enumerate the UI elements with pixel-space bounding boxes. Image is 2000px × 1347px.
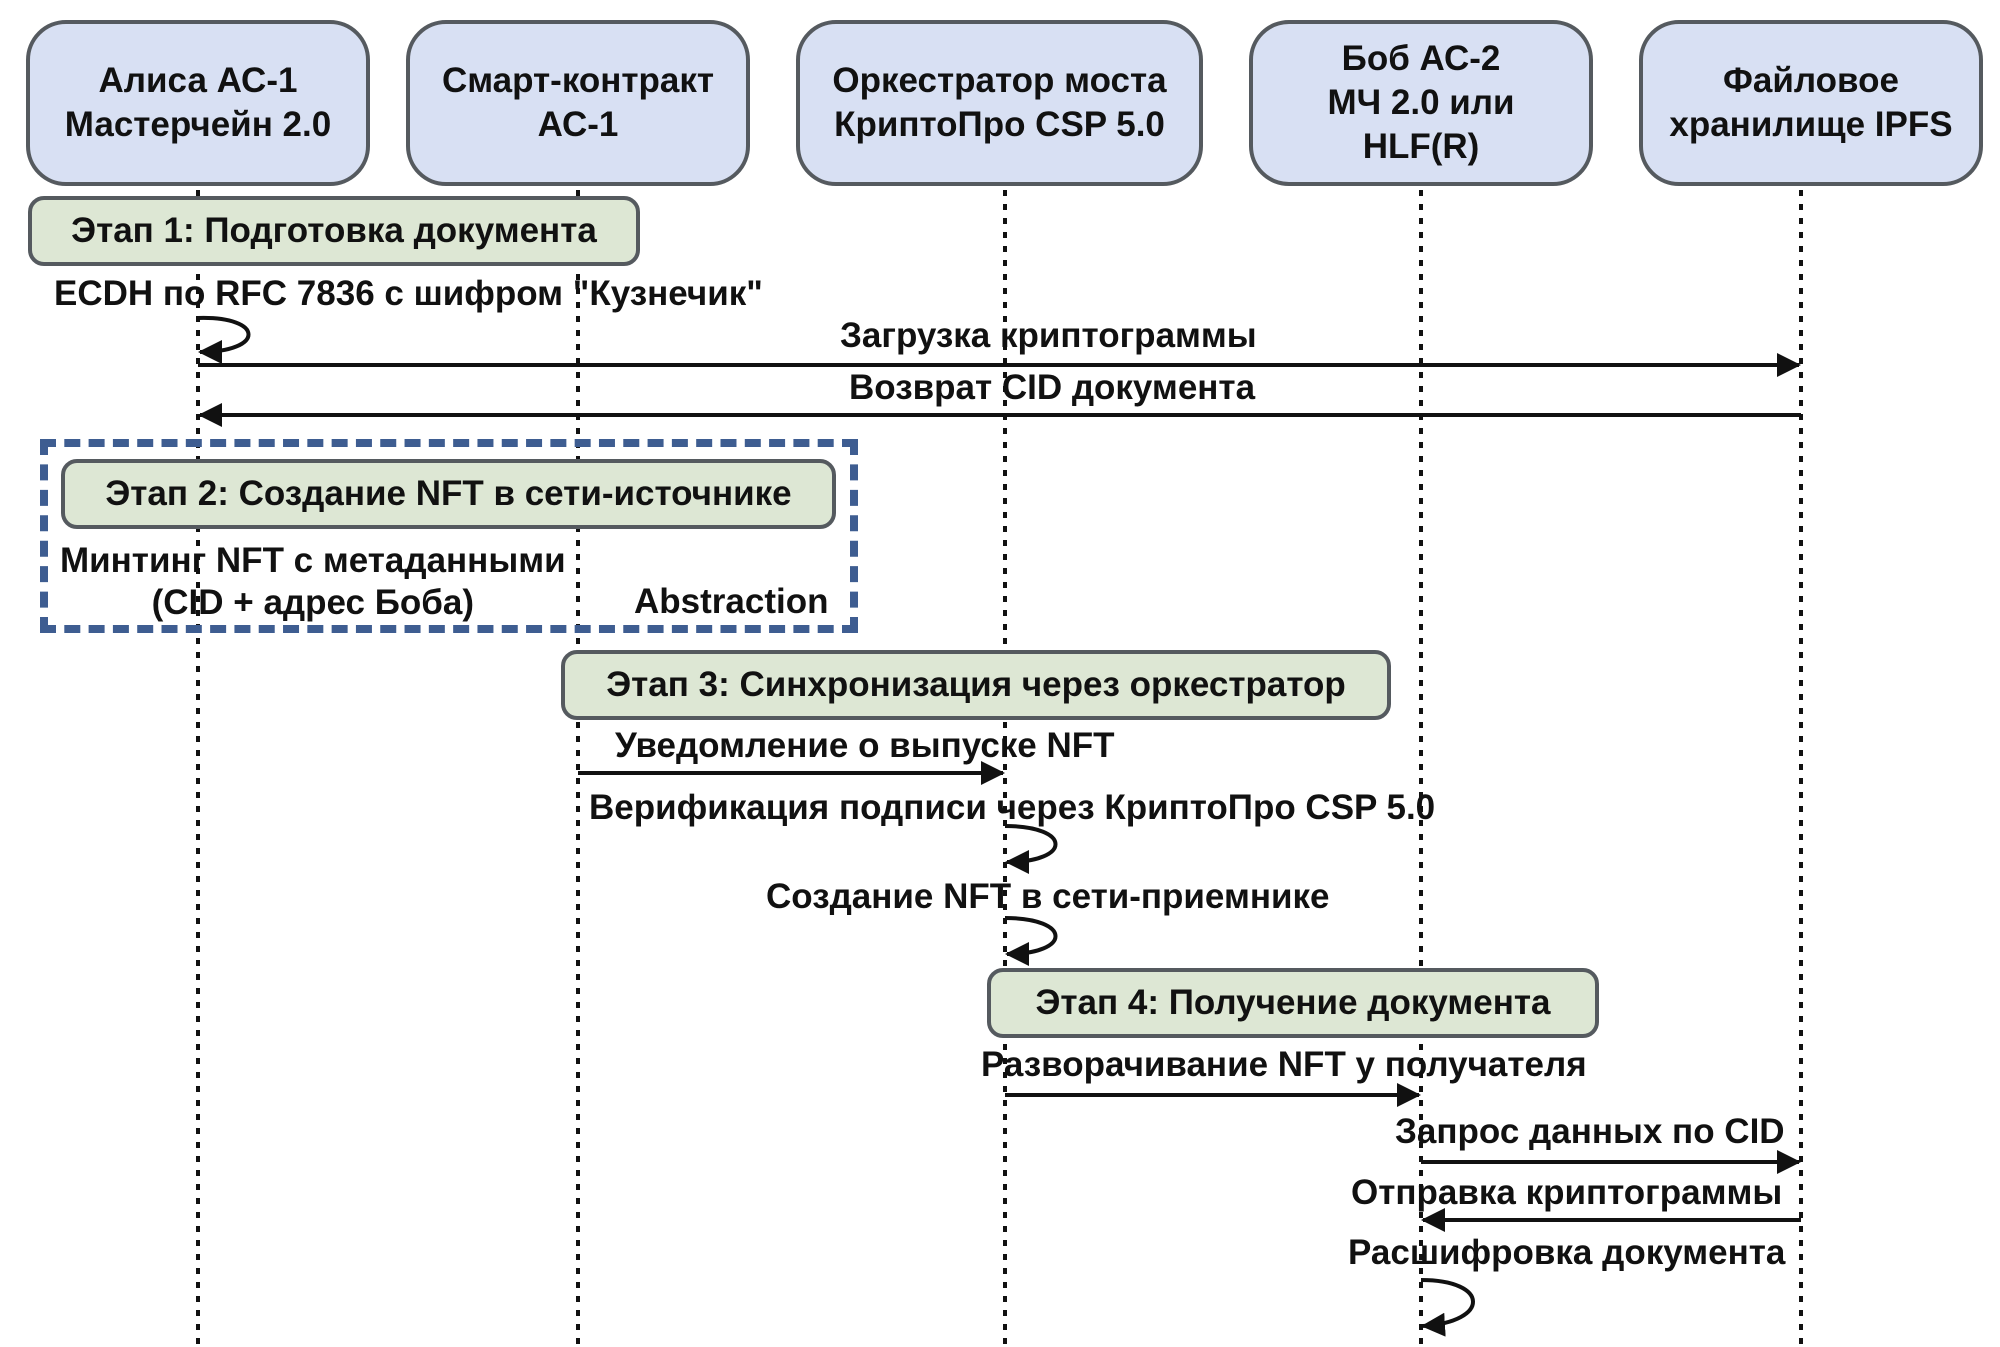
stage-2: Этап 2: Создание NFT в сети-источнике [61, 459, 836, 529]
msg-ecdh-label: ECDH по RFC 7836 с шифром "Кузнечик" [54, 274, 763, 313]
msg-request-label: Запрос данных по CID [1395, 1112, 1785, 1151]
self-arrow-ecdh [197, 315, 251, 364]
actor-bob: Боб АС-2 МЧ 2.0 или HLF(R) [1249, 20, 1593, 186]
self-arrow-decrypt [1420, 1278, 1475, 1337]
msg-unwrap-label: Разворачивание NFT у получателя [981, 1045, 1587, 1084]
msg-verify-label: Верификация подписи через КриптоПро CSP … [589, 788, 1436, 827]
self-arrow-verify [1004, 824, 1058, 874]
stage-1: Этап 1: Подготовка документа [28, 196, 640, 266]
stage-3: Этап 3: Синхронизация через оркестратор [561, 650, 1391, 720]
actor-alice: Алиса АС-1 Мастерчейн 2.0 [26, 20, 370, 186]
actor-smart-contract: Смарт-контракт АС-1 [406, 20, 750, 186]
msg-send-crypto-label: Отправка криптограммы [1351, 1173, 1783, 1212]
actor-orchestrator: Оркестратор моста КриптоПро CSP 5.0 [796, 20, 1203, 186]
abstraction-group [40, 439, 858, 633]
msg-upload-label: Загрузка криптограммы [840, 316, 1257, 355]
group-abstraction-label: Abstraction [634, 582, 829, 621]
stage-4: Этап 4: Получение документа [987, 968, 1599, 1038]
self-arrow-create [1004, 916, 1058, 966]
msg-notify-label: Уведомление о выпуске NFT [615, 726, 1115, 765]
msg-create-label: Создание NFT в сети-приемнике [766, 877, 1330, 916]
msg-minting-label: Минтинг NFT с метаданными (CID + адрес Б… [60, 541, 566, 622]
actor-ipfs: Файловое хранилище IPFS [1639, 20, 1983, 186]
msg-return-cid-label: Возврат CID документа [849, 368, 1256, 407]
msg-decrypt-label: Расшифровка документа [1348, 1233, 1786, 1272]
